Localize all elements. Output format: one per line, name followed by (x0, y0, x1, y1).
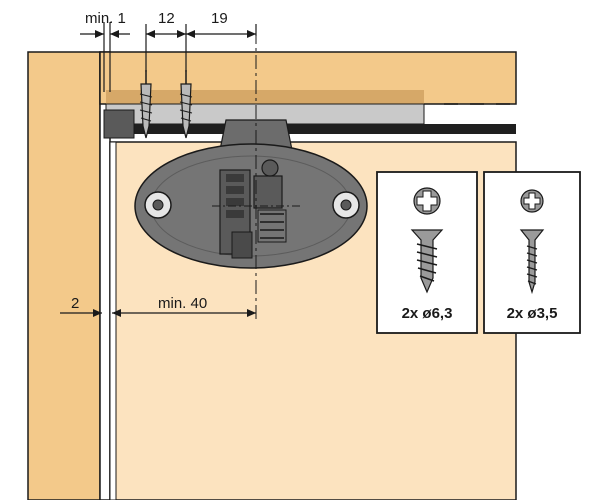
dim-label-side-gap: 2 (71, 295, 79, 312)
screw-spec-small: 2x ø3,5 (507, 305, 558, 322)
track-upper (106, 90, 424, 104)
nail-right (179, 70, 193, 139)
track-left-block (103, 109, 135, 139)
dimension-middle-arrows (93, 309, 256, 317)
dim-label-spacing-2: 19 (211, 10, 228, 27)
fitting-hole-right (332, 191, 360, 219)
dim-label-min-offset: min. 40 (158, 295, 207, 312)
screw-box-large: 2x ø6,3 (376, 171, 478, 334)
cross-head-icon (520, 189, 544, 213)
side-panel (27, 51, 101, 500)
track-black-band (106, 124, 516, 134)
cross-head-icon (413, 187, 441, 215)
nail-left (139, 70, 153, 139)
wood-screw-icon (410, 229, 444, 294)
dim-label-min-gap: min. 1 (85, 10, 126, 27)
screw-spec-large: 2x ø6,3 (402, 305, 453, 322)
door-panel-edge (109, 141, 117, 500)
fitting-mechanism (219, 159, 287, 259)
dim-label-spacing-1: 12 (158, 10, 175, 27)
dimension-top-arrows (95, 30, 256, 38)
screw-box-small: 2x ø3,5 (483, 171, 581, 334)
fitting-hole-left (144, 191, 172, 219)
countersunk-screw-icon (519, 229, 545, 295)
